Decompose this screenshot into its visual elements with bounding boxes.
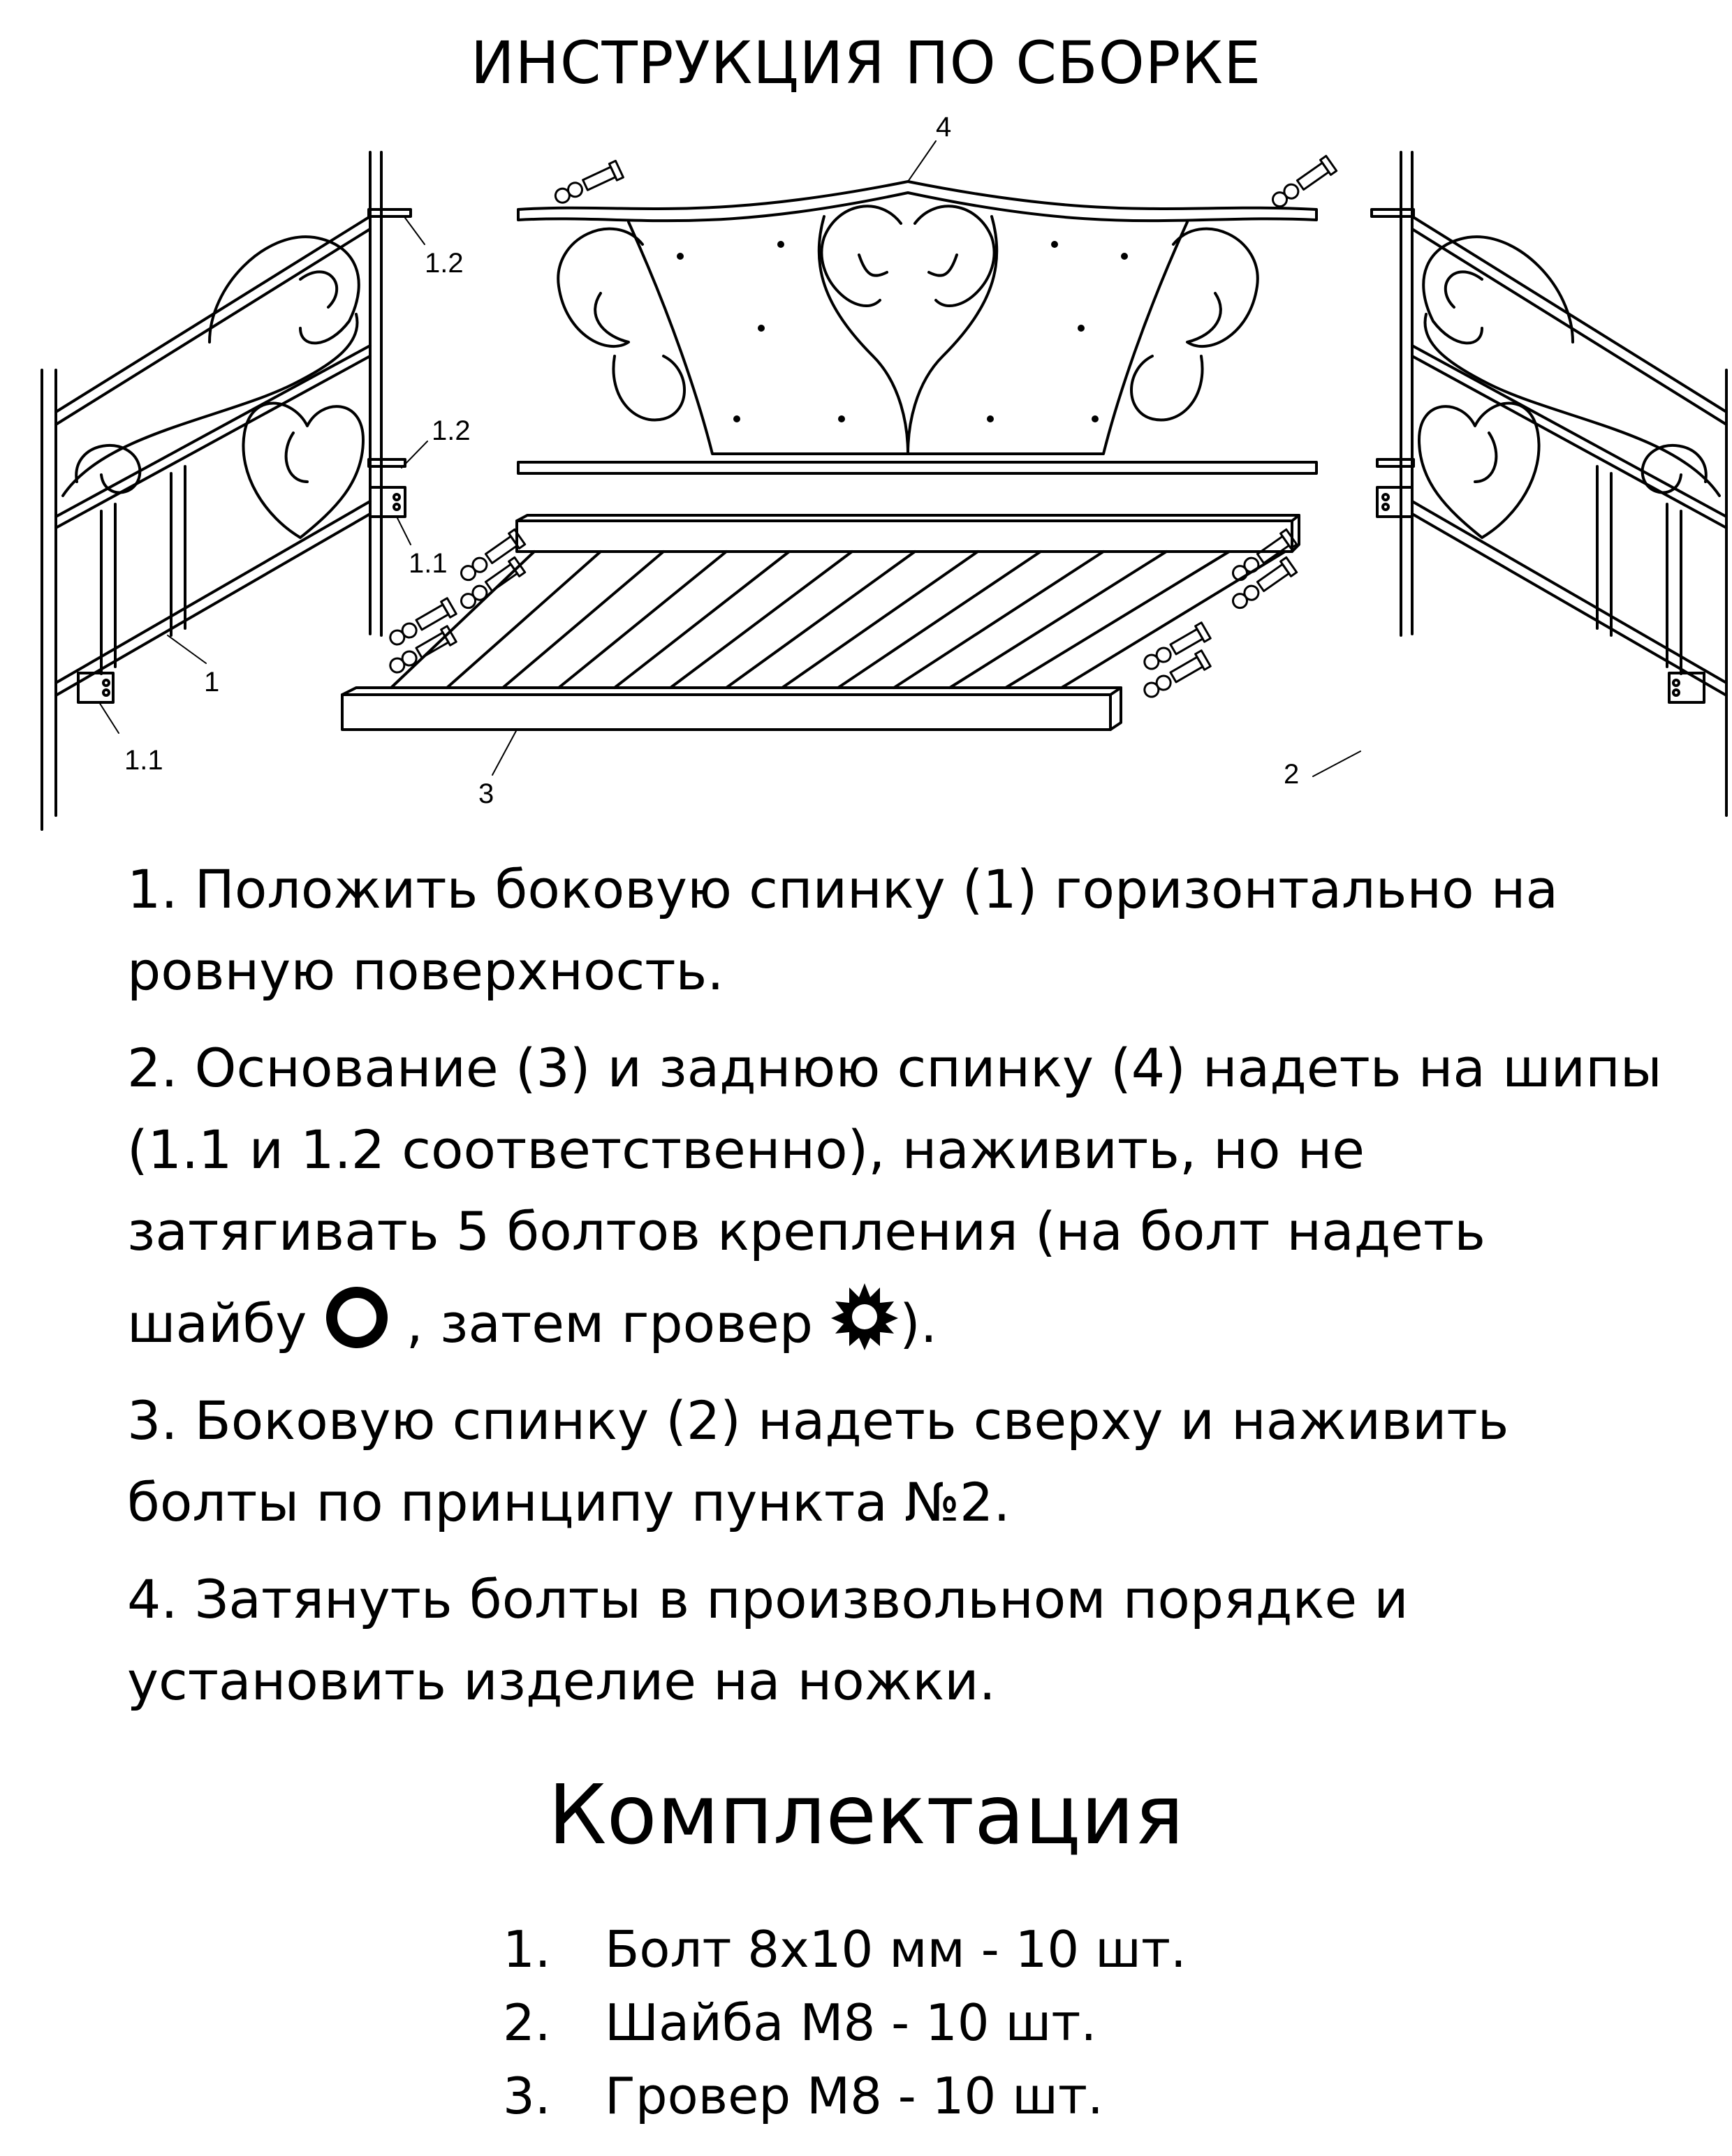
kit-list: 1. Болт 8х10 мм - 10 шт. 2. Шайба М8 - 10 … (503, 1913, 1187, 2133)
step-2-text-before: 2. Основание (3) и заднюю спинку (4) над… (127, 1037, 1662, 1354)
step-2-text-middle: , затем гровер (389, 1292, 830, 1354)
page-title: ИНСТРУКЦИЯ ПО СБОРКЕ (470, 29, 1262, 97)
step-2: 2. Основание (3) и заднюю спинку (4) над… (127, 1027, 1664, 1364)
spring-washer-gear-icon (830, 1282, 900, 1352)
label-part-3: 3 (478, 778, 494, 809)
kit-item-text: Шайба М8 - 10 шт. (605, 1993, 1097, 2052)
label-1-1-lower: 1.1 (124, 745, 163, 776)
label-part-2: 2 (1284, 759, 1299, 790)
kit-item-number: 3. (503, 2067, 551, 2125)
step-3: 3. Боковую спинку (2) надеть сверху и на… (127, 1389, 1509, 1533)
step-1: 1. Положить боковую спинку (1) горизонта… (127, 858, 1559, 1002)
bolt-icon (385, 154, 1338, 703)
kit-item-number: 2. (503, 1993, 551, 2052)
step-2-text-after: ). (900, 1292, 937, 1354)
base-3 (341, 514, 1300, 776)
rear-back-4 (517, 140, 1318, 475)
kit-item: 3. Гровер М8 - 10 шт. (503, 2060, 1187, 2133)
kit-item-number: 1. (503, 1920, 551, 1979)
kit-item-text: Гровер М8 - 10 шт. (605, 2067, 1103, 2125)
label-1-2-top: 1.2 (425, 248, 464, 279)
kit-item: 2. Шайба М8 - 10 шт. (503, 1986, 1187, 2060)
label-part-4: 4 (936, 112, 951, 142)
kit-title: Комплектация (548, 1766, 1184, 1863)
label-1-2-mid: 1.2 (432, 415, 471, 446)
instruction-steps: 1. Положить боковую спинку (1) горизонта… (127, 848, 1664, 1737)
side-back-2 (1370, 151, 1732, 831)
kit-item-text: Болт 8х10 мм - 10 шт. (605, 1920, 1187, 1979)
side-back-1 (41, 151, 428, 831)
label-1-1-upper: 1.1 (409, 548, 448, 579)
kit-item: 1. Болт 8х10 мм - 10 шт. (503, 1913, 1187, 1986)
assembly-diagram: 1.2 1.2 1.1 1 1.1 2 (0, 105, 1732, 838)
washer-ring-icon (324, 1285, 390, 1350)
label-part-1: 1 (204, 667, 219, 697)
step-4: 4. Затянуть болты в произвольном порядке… (127, 1568, 1409, 1712)
